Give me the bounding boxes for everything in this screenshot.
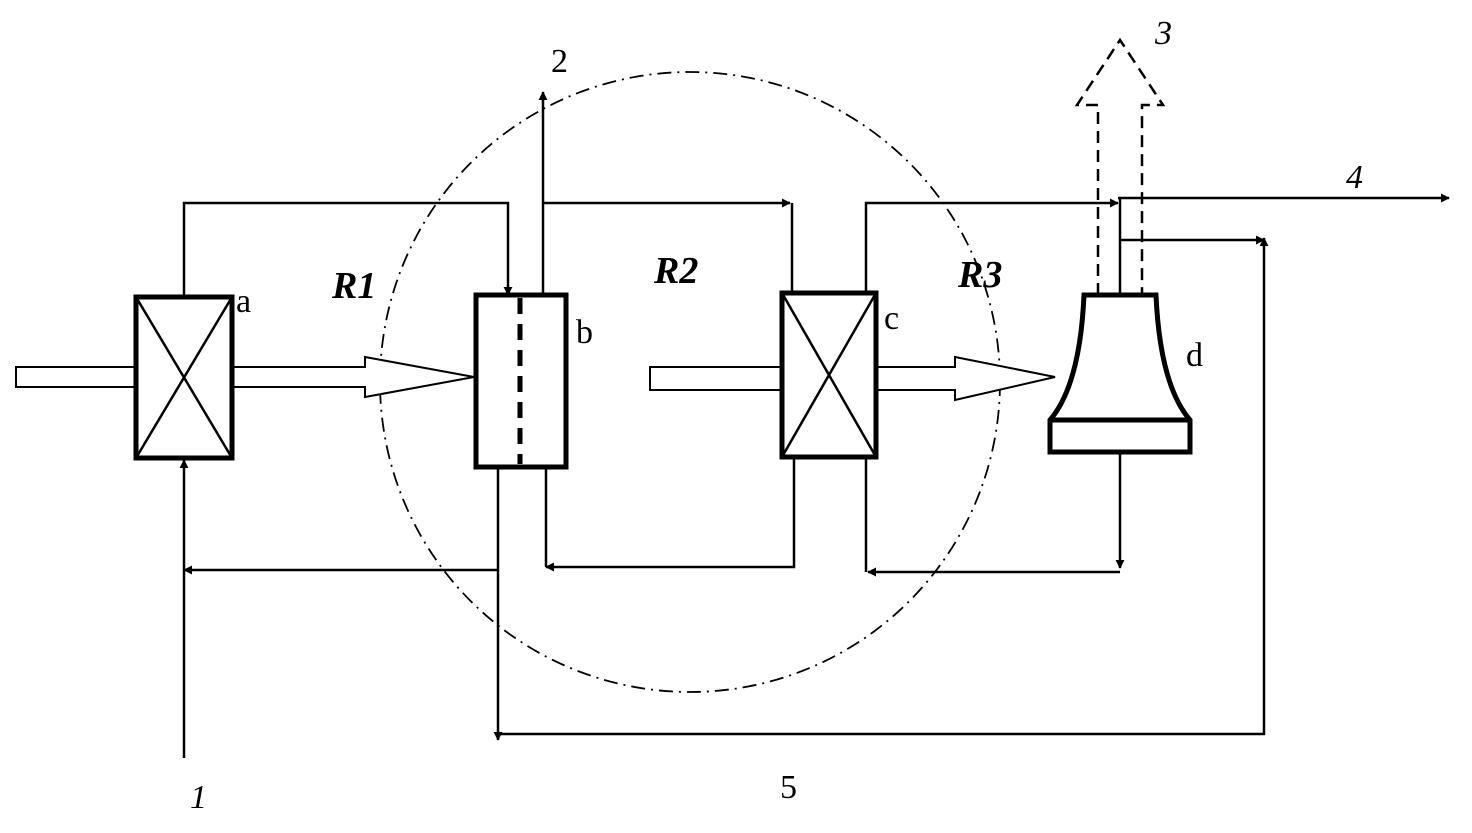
line-c-to-d [864,198,1119,293]
unit-c [779,290,879,460]
line-a-to-b [182,201,513,297]
stream-2-label: 2 [551,43,568,80]
unit-d-label: d [1186,337,1203,374]
stream-5-line [500,237,1269,736]
stream-4-label: 4 [1346,159,1363,196]
flow-arrow-a-to-b [15,355,475,399]
return-line-c-to-b [545,457,796,572]
unit-a [133,294,235,461]
region-r2-label: R2 [653,250,698,292]
region-r1-label: R1 [331,265,376,307]
stream-3-label: 3 [1154,15,1172,52]
unit-b-label: b [576,314,593,351]
stream-3-arrow [1074,37,1166,297]
unit-a-label: a [236,283,251,320]
stream-1-label: 1 [190,779,207,816]
unit-c-label: c [884,300,899,337]
stream-5-label: 5 [780,769,797,806]
unit-b [473,292,569,470]
unit-d [1047,292,1193,455]
region-r3-label: R3 [957,254,1002,296]
